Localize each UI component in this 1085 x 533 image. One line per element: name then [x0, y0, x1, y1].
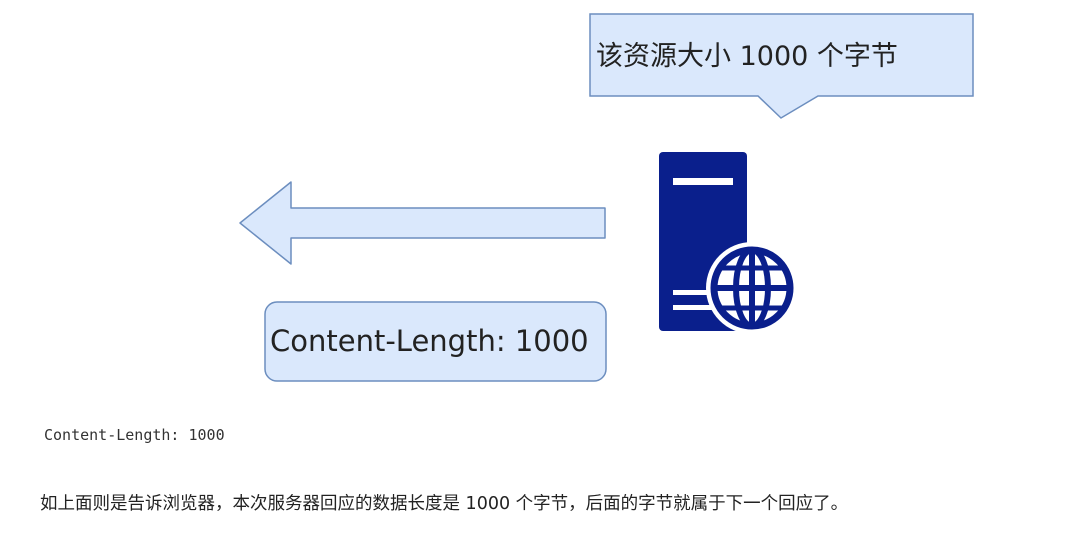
code-example: Content-Length: 1000 — [44, 426, 225, 444]
content-length-label: Content-Length: 1000 — [270, 324, 589, 358]
callout-bubble — [589, 13, 974, 119]
left-arrow — [239, 181, 606, 265]
server-globe-icon — [659, 152, 798, 334]
description-text: 如上面则是告诉浏览器，本次服务器回应的数据长度是 1000 个字节，后面的字节就… — [40, 494, 849, 514]
content-length-box — [264, 301, 607, 382]
callout-text: 该资源大小 1000 个字节 — [596, 41, 898, 72]
